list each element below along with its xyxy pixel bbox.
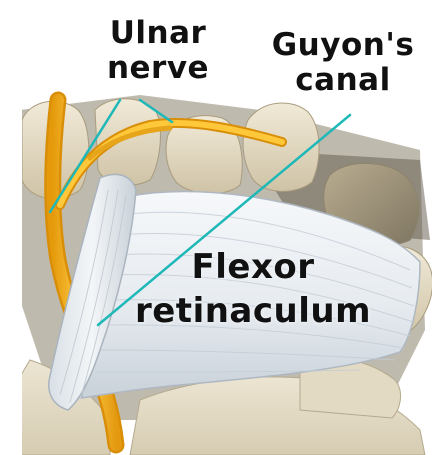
label-ulnar-nerve: Ulnar nerve <box>88 18 228 84</box>
label-ulnar-nerve-line1: Ulnar <box>88 18 228 49</box>
label-flexor-retinaculum-line1: Flexor <box>128 250 378 284</box>
label-flexor-retinaculum-line2: retinaculum <box>128 294 378 328</box>
label-ulnar-nerve-line2: nerve <box>88 53 228 84</box>
bone-4 <box>243 103 319 191</box>
label-flexor-retinaculum: Flexor retinaculum <box>128 250 378 328</box>
label-guyons-canal: Guyon's canal <box>248 30 438 96</box>
label-guyons-canal-line2: canal <box>248 65 438 96</box>
label-guyons-canal-line1: Guyon's <box>248 30 438 61</box>
